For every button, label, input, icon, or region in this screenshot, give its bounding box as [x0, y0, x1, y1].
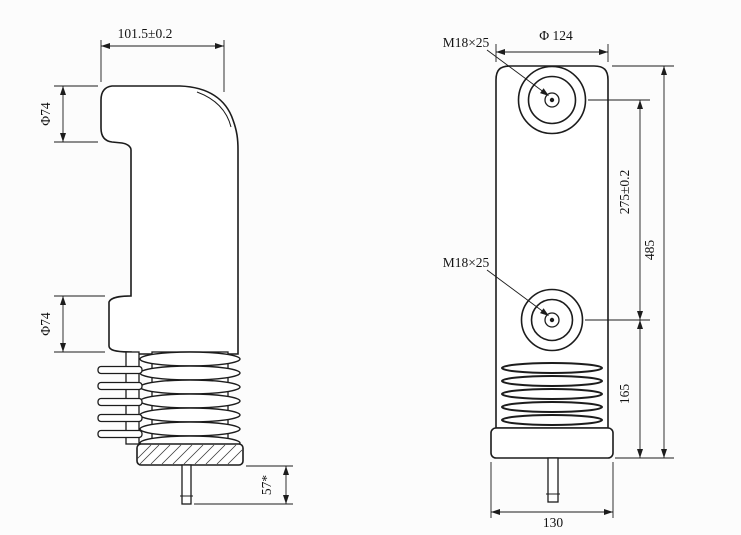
dim-arm-width: 101.5±0.2: [100, 26, 225, 92]
leader-line: [486, 49, 546, 94]
side-base-hatching: [136, 444, 243, 465]
arrow-heads: [283, 466, 289, 504]
dim-lower-diameter-label: Φ74: [38, 312, 53, 336]
rib-shed: [139, 365, 241, 381]
thread-callout-top-label: M18×25: [443, 35, 490, 50]
left-view: 101.5±0.2 Φ74 Φ74 57*: [38, 26, 293, 505]
dim-total-height: 485: [612, 65, 674, 459]
fin: [97, 397, 143, 407]
dim-arm-width-label: 101.5±0.2: [118, 26, 173, 41]
front-base-flange: [490, 427, 614, 459]
side-stem: [181, 464, 192, 505]
upper-terminal: [517, 65, 587, 135]
front-insulator-ribs: [501, 362, 603, 426]
fin: [97, 381, 143, 391]
dim-terminal-distance: 275±0.2: [585, 99, 650, 321]
leader-arrow-head: [540, 88, 549, 96]
dim-total-height-label: 485: [642, 240, 657, 261]
rib-line: [501, 388, 603, 400]
thread-callout-middle-label: M18×25: [443, 255, 490, 270]
side-fins: [97, 365, 143, 439]
fin: [97, 429, 143, 439]
rib-line: [501, 362, 603, 374]
fin: [97, 413, 143, 423]
thread-callout-middle: M18×25: [443, 255, 549, 316]
rib-shed: [139, 379, 241, 395]
leader-arrow-head: [540, 308, 549, 316]
shoulder-contour-line: [196, 91, 232, 128]
dim-upper-diameter: Φ74: [38, 85, 98, 143]
rib-shed: [139, 407, 241, 423]
dim-upper-diameter-label: Φ74: [38, 102, 53, 126]
dimension-lines: [54, 295, 105, 353]
dim-base-width: 130: [490, 462, 614, 530]
leader-line: [486, 269, 546, 314]
dimension-lines: [54, 85, 98, 143]
rib-shed: [139, 351, 241, 367]
dim-lower-height-label: 165: [617, 384, 632, 405]
rib-line: [501, 375, 603, 387]
dimension-lines: [100, 40, 225, 92]
dimension-lines: [585, 99, 650, 321]
right-view: M18×25 Φ 124 M18×25 275±0.2 165: [443, 28, 674, 530]
dimension-lines: [490, 462, 614, 518]
dim-base-width-label: 130: [543, 515, 564, 530]
front-body-outline: [495, 65, 609, 429]
dim-top-diameter: Φ 124: [495, 28, 609, 62]
rib-shed: [139, 393, 241, 409]
dim-lower-diameter: Φ74: [38, 295, 105, 353]
fin: [97, 365, 143, 375]
rib-shed: [139, 421, 241, 437]
rib-line: [501, 414, 603, 426]
dimension-lines: [612, 65, 674, 459]
rib-line: [501, 401, 603, 413]
dim-stem-length: 57*: [194, 465, 293, 505]
upper-terminal-center-dot: [549, 97, 555, 103]
thread-callout-top: M18×25: [443, 35, 549, 96]
side-profile-outline: [100, 85, 239, 355]
middle-terminal: [520, 288, 584, 352]
dimension-lines: [495, 44, 609, 62]
dim-lower-height: 165: [615, 320, 650, 459]
middle-terminal-center-dot: [549, 317, 555, 323]
dim-top-diameter-label: Φ 124: [539, 28, 573, 43]
dim-stem-length-label: 57*: [259, 475, 274, 496]
dimension-lines: [194, 465, 293, 505]
dim-terminal-distance-label: 275±0.2: [617, 170, 632, 215]
front-stem: [547, 457, 559, 503]
